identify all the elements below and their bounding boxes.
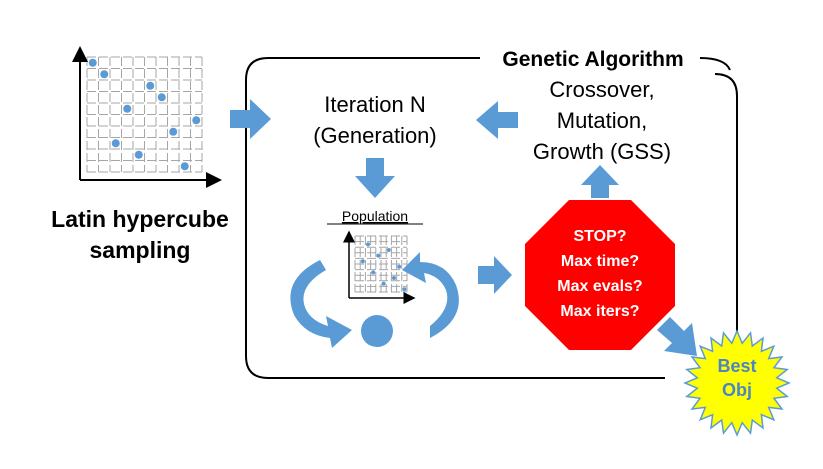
lhs-label-line2: sampling [90,237,191,263]
arrow-stop-to-best [657,317,697,356]
population-grid [354,235,408,293]
sample-point [169,127,178,136]
sample-point [360,259,365,264]
sample-point [88,58,97,67]
iteration-label-line2: (Generation) [313,123,437,148]
operators-line2: Mutation, [557,108,648,133]
arrow-population-to-stop [478,256,512,294]
sample-point [371,270,376,275]
sample-point [111,139,120,148]
stop-line2: Max time? [561,253,639,270]
arrow-operators-to-iteration [476,101,518,139]
lhs-sampling-grid [86,56,203,173]
stop-line1: STOP? [573,228,626,245]
sample-point [192,116,201,125]
stop-line4: Max iters? [560,303,639,320]
sample-point [123,104,132,113]
sample-point [392,276,396,280]
operators-line1: Crossover, [549,77,654,102]
arrow-iteration-to-population [355,158,395,198]
cycle-arrow-right [402,252,459,338]
sample-point [366,242,370,247]
sample-point [100,70,109,79]
sample-point [180,162,189,171]
sample-point [386,248,391,252]
stop-line3: Max evals? [557,278,642,295]
stop-octagon [525,200,675,350]
arrow-stop-to-operators [581,165,619,198]
ga-title: Genetic Algorithm [502,48,683,71]
best-obj-star [683,329,791,437]
sample-point [146,81,155,90]
sample-point [134,150,143,159]
operators-line3: Growth (GSS) [533,139,671,164]
arrow-lhs-to-iteration [230,99,271,139]
population-individual [361,315,393,347]
sample-point [402,287,407,292]
ga-frame-top-right [699,57,731,71]
sample-point [397,264,402,269]
population-label: Population [342,208,408,224]
lhs-label-line1: Latin hypercube [51,206,229,232]
sample-point [157,93,166,102]
best-line2: Obj [722,380,752,400]
sample-point [376,253,381,258]
sample-point [381,281,386,286]
iteration-label-line1: Iteration N [324,92,426,117]
cycle-arrow-left [290,260,352,348]
best-line1: Best [717,356,756,376]
